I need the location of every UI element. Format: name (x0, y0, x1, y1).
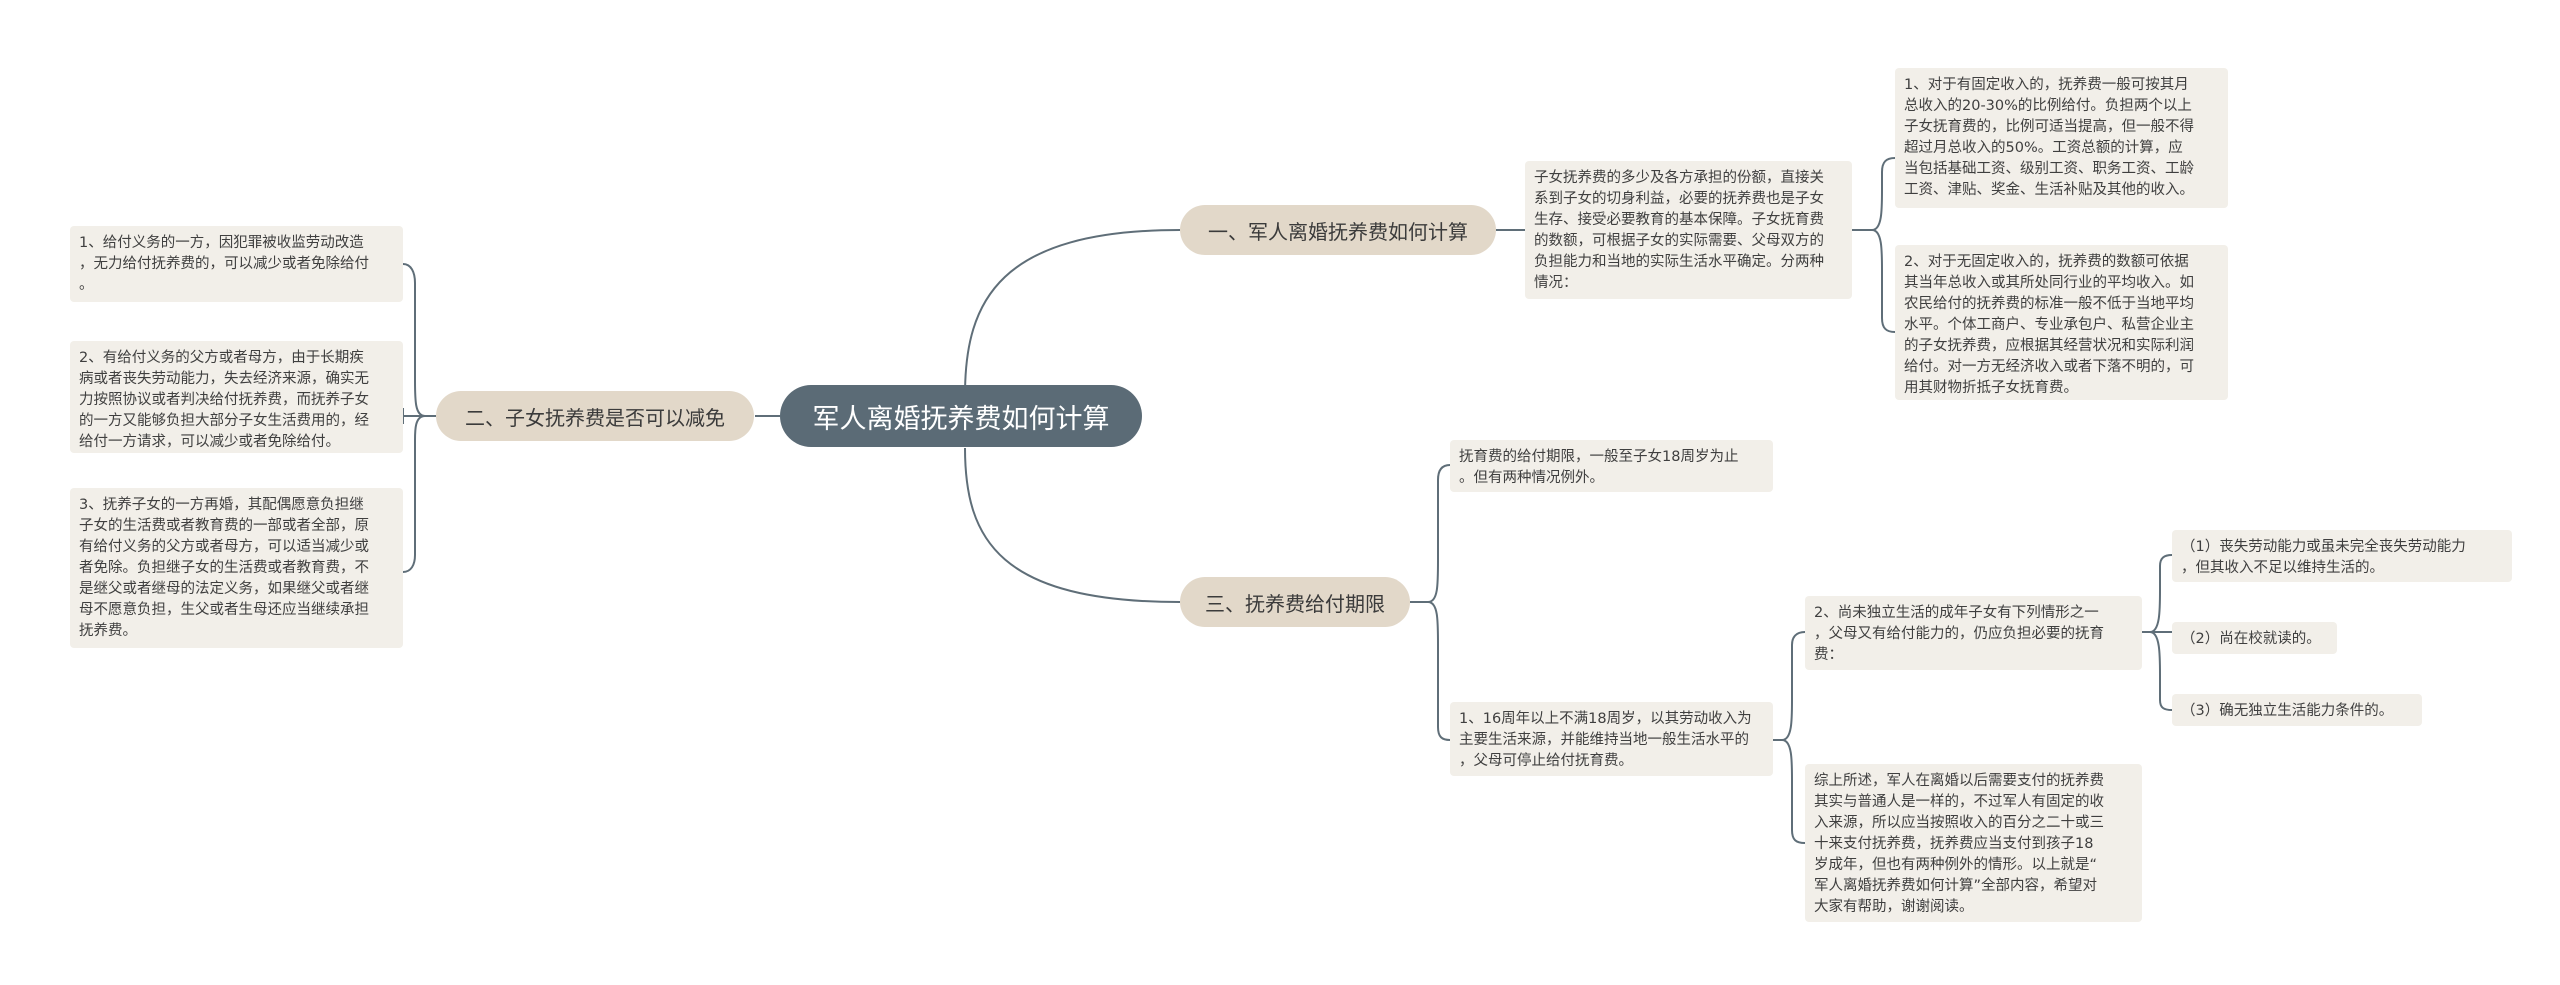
branch-reduction[interactable]: 二、子女抚养费是否可以减免 (436, 391, 754, 441)
link-s1-children (2142, 554, 2173, 711)
leaf-condition-3[interactable]: （3）确无独立生活能力条件的。 (2172, 694, 2422, 726)
leaf-period-exception-1[interactable]: 1、16周年以上不满18周岁，以其劳动收入为 主要生活来源，并能维持当地一般生活… (1450, 702, 1773, 776)
leaf-calc-no-fixed-income[interactable]: 2、对于无固定收入的，抚养费的数额可依据 其当年总收入或其所处同行业的平均收入。… (1895, 245, 2228, 400)
leaf-period-exception-2[interactable]: 2、尚未独立生活的成年子女有下列情形之一 ，父母又有给付能力的，仍应负担必要的抚… (1805, 596, 2142, 670)
leaf-reduction-3[interactable]: 3、抚养子女的一方再婚，其配偶愿意负担继 子女的生活费或者教育费的一部或者全部，… (70, 488, 403, 648)
link-root-b3 (964, 447, 1181, 603)
link-intro-children (1852, 157, 1896, 333)
leaf-period-summary[interactable]: 综上所述，军人在离婚以后需要支付的抚养费 其实与普通人是一样的，不过军人有固定的… (1805, 764, 2142, 922)
leaf-condition-2[interactable]: （2）尚在校就读的。 (2172, 622, 2337, 654)
leaf-period-intro[interactable]: 抚育费的给付期限，一般至子女18周岁为止 。但有两种情况例外。 (1450, 440, 1773, 492)
branch-payment-period[interactable]: 三、抚养费给付期限 (1180, 577, 1410, 627)
root-topic-label: 军人离婚抚养费如何计算 (812, 403, 1110, 435)
branch-payment-period-label: 三、抚养费给付期限 (1205, 591, 1385, 616)
root-topic[interactable]: 军人离婚抚养费如何计算 (780, 385, 1142, 447)
leaf-reduction-2[interactable]: 2、有给付义务的父方或者母方，由于长期疾 病或者丧失劳动能力，失去经济来源，确实… (70, 341, 403, 453)
link-root-b1 (964, 229, 1181, 396)
leaf-calc-intro[interactable]: 子女抚养费的多少及各方承担的份额，直接关 系到子女的切身利益，必要的抚养费也是子… (1525, 161, 1852, 299)
leaf-reduction-1[interactable]: 1、给付义务的一方，因犯罪被收监劳动改造 ，无力给付抚养费的，可以减少或者免除给… (70, 226, 403, 302)
branch-reduction-label: 二、子女抚养费是否可以减免 (465, 405, 725, 430)
link-r2-children (1773, 631, 1806, 844)
branch-calculation[interactable]: 一、军人离婚抚养费如何计算 (1180, 205, 1496, 255)
leaf-calc-fixed-income[interactable]: 1、对于有固定收入的，抚养费一般可按其月 总收入的20-30%的比例给付。负担两… (1895, 68, 2228, 208)
link-b2-left (402, 263, 436, 573)
leaf-condition-1[interactable]: （1）丧失劳动能力或虽未完全丧失劳动能力 ，但其收入不足以维持生活的。 (2172, 530, 2512, 582)
link-b3-right (1410, 464, 1451, 741)
branch-calculation-label: 一、军人离婚抚养费如何计算 (1208, 219, 1468, 244)
